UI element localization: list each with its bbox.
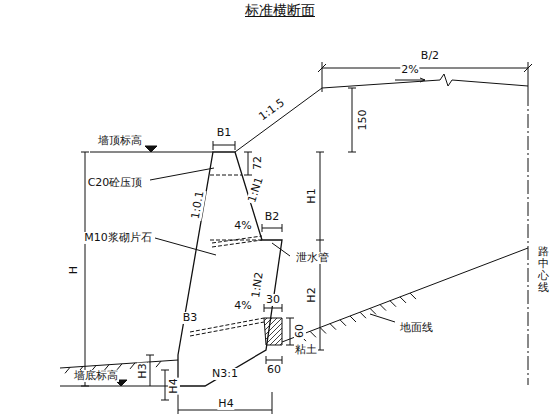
dimension-label: M10浆砌片石 [83,232,153,244]
ground-hatch [390,301,396,307]
ground-hatch [130,363,135,369]
dimension-label: 1:1.5 [256,96,288,124]
dimension-label: B2 [264,211,281,223]
dimension-label: 2% [400,64,419,76]
dimension-label: 泄水管 [295,252,330,264]
ground-hatch [65,367,70,373]
dimension-label: N3:1 [211,368,239,380]
dimension-label: 72 [252,155,264,171]
dimension-label: 1:N1 [246,175,266,205]
ground-hatch [340,320,346,326]
dimension-label: H3 [137,362,149,379]
ground-hatch [370,308,376,314]
dimension-label: B1 [216,127,233,139]
ground-hatch [380,305,386,311]
ground-hatch [117,364,122,370]
dimension-label: 4% [233,220,252,232]
centerline-label: 路中心线 [537,246,550,294]
dimension-label: 1:N2 [250,270,266,299]
dimension-label: 4% [233,300,252,312]
dimension-label: 地面线 [399,322,434,334]
ground-hatch [156,361,161,367]
ground-hatch [410,293,416,299]
dimension-label: 60 [266,364,282,376]
ground-hatch [310,331,316,337]
ground-hatch [350,316,356,322]
dimension-label: B/2 [420,50,440,62]
dimension-label: H2 [306,286,318,303]
drawing-title: 标准横断面 [245,2,315,20]
dimension-label: H4 [217,398,234,410]
dimension-label: H [68,265,80,275]
dimension-label: 30 [265,294,281,306]
ground-hatch [330,324,336,330]
ground-hatch [320,327,326,333]
ground-hatch [400,297,406,303]
ground-hatch [360,312,366,318]
dimension-label: B3 [182,312,199,324]
dimension-label: 1:0.1 [189,189,206,221]
dimension-label: C20砼压顶 [87,177,144,189]
dimension-label: 150 [357,109,369,132]
dimension-label: 墙顶标高 [97,135,143,147]
dimension-label: 60 [294,323,306,339]
dimension-label: 墙底标高 [73,370,119,382]
dimension-label: H1 [306,187,318,204]
dimension-label: 粘土 [294,344,318,356]
dimension-label: H4 [168,377,180,394]
